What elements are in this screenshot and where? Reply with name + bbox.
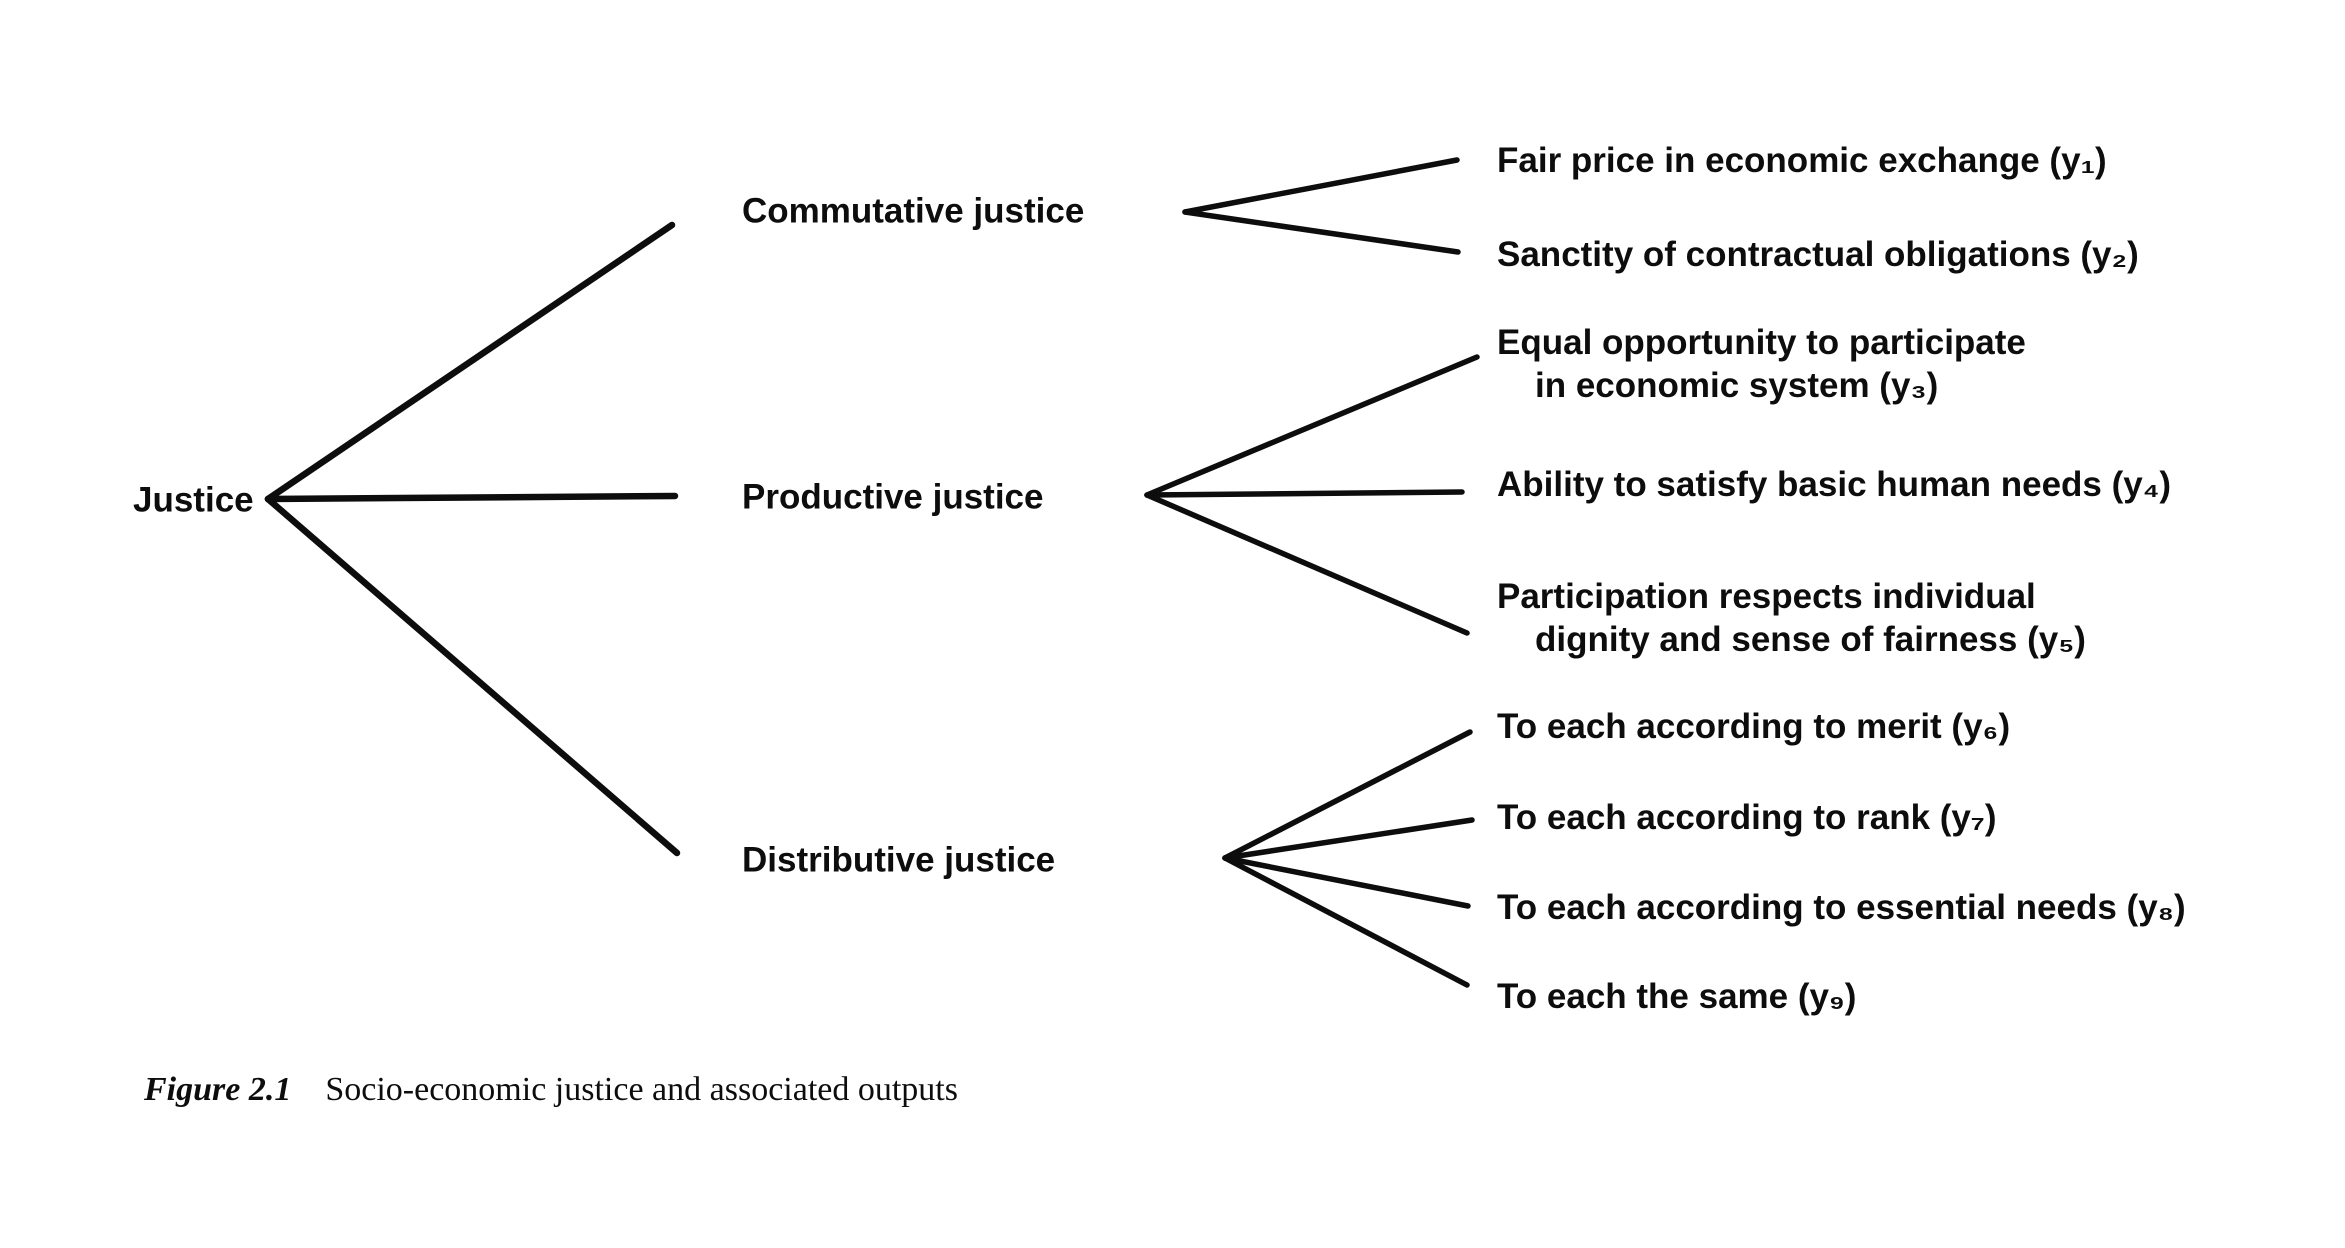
leaf-output-y8: To each according to essential needs (y₈… xyxy=(1497,886,2186,929)
branch-label-distributive-justice: Distributive justice xyxy=(742,840,1056,880)
leaf-text-wrap: in economic system (y₃) xyxy=(1535,366,1939,405)
branch-label-commutative-justice: Commutative justice xyxy=(742,191,1085,231)
leaf-output-y7: To each according to rank (y₇) xyxy=(1497,796,1997,839)
root-branch-lines xyxy=(264,221,681,857)
leaf-output-y9: To each the same (y₉) xyxy=(1497,975,1856,1018)
leaf-output-y4: Ability to satisfy basic human needs (y₄… xyxy=(1497,463,2171,506)
branch-line-y7 xyxy=(1222,817,1475,861)
branch-line-root-productive xyxy=(264,492,679,503)
leaf-text-wrap: dignity and sense of fairness (y₅) xyxy=(1535,620,2086,659)
branch-line-y8 xyxy=(1222,855,1471,909)
branch-line-y4 xyxy=(1144,489,1465,498)
root-node-justice: Justice xyxy=(133,480,254,520)
leaf-text: Ability to satisfy basic human needs (y₄… xyxy=(1497,465,2172,504)
productive-fork-lines xyxy=(1144,354,1480,636)
leaf-output-y3: Equal opportunity to participate in econ… xyxy=(1497,321,2026,407)
leaf-text: Equal opportunity to participate xyxy=(1497,323,2026,362)
branch-line-y5 xyxy=(1144,492,1470,636)
figure-caption-number: Figure 2.1 xyxy=(144,1071,292,1108)
leaf-text: Participation respects individual xyxy=(1497,577,2036,616)
figure-caption-text: Socio-economic justice and associated ou… xyxy=(325,1071,958,1108)
leaf-text: To each according to rank (y₇) xyxy=(1497,798,1997,837)
leaf-text: To each according to essential needs (y₈… xyxy=(1497,888,2186,927)
branch-line-root-commutative xyxy=(264,221,676,503)
commutative-fork-lines xyxy=(1182,157,1461,255)
leaf-output-y2: Sanctity of contractual obligations (y₂) xyxy=(1497,233,2139,276)
branch-line-y2 xyxy=(1182,209,1461,255)
branch-line-root-distributive xyxy=(264,495,681,857)
leaf-text: Sanctity of contractual obligations (y₂) xyxy=(1497,235,2139,274)
branch-label-productive-justice: Productive justice xyxy=(742,477,1044,517)
leaf-output-y6: To each according to merit (y₆) xyxy=(1497,705,2010,748)
figure-caption: Figure 2.1 Socio-economic justice and ass… xyxy=(144,1071,958,1109)
leaf-text: To each according to merit (y₆) xyxy=(1497,707,2011,746)
branch-line-y1 xyxy=(1182,157,1460,215)
distributive-fork-lines xyxy=(1222,729,1475,988)
leaf-output-y1: Fair price in economic exchange (y₁) xyxy=(1497,139,2107,182)
leaf-output-y5: Participation respects individual dignit… xyxy=(1497,575,2086,661)
branch-line-y3 xyxy=(1144,354,1480,498)
branch-line-y6 xyxy=(1222,729,1473,861)
leaf-text: Fair price in economic exchange (y₁) xyxy=(1497,141,2107,180)
branch-line-y9 xyxy=(1222,855,1470,988)
leaf-text: To each the same (y₉) xyxy=(1497,977,1857,1016)
